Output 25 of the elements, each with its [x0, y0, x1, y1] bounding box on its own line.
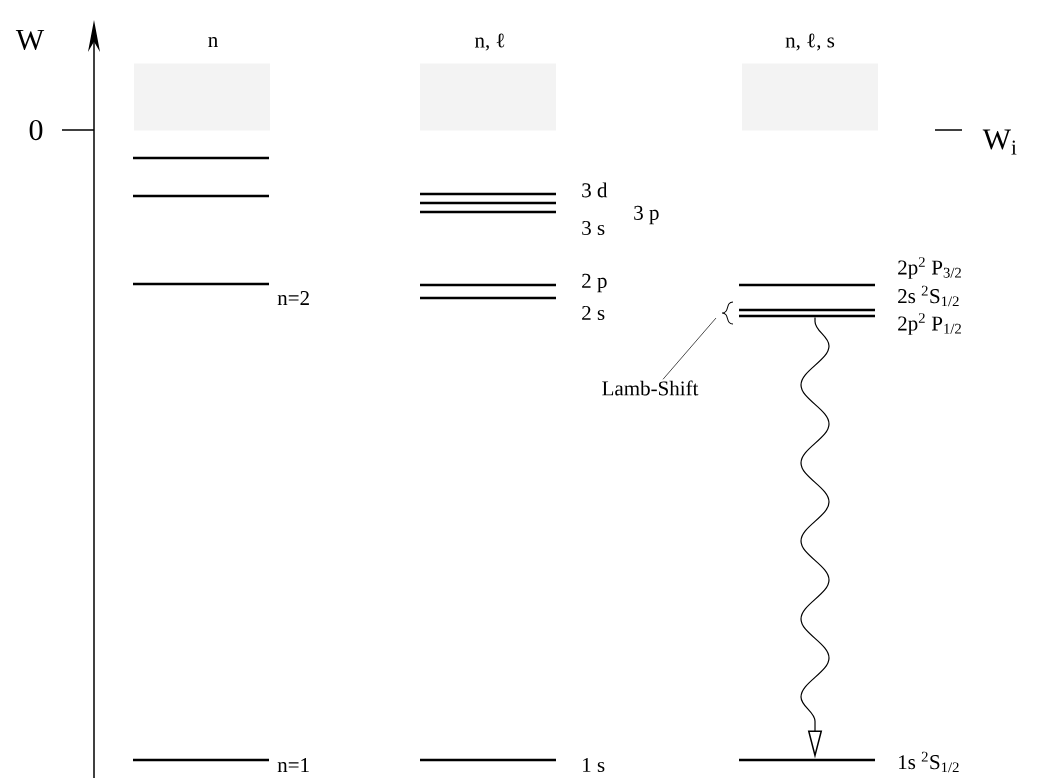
- energy-level: [133, 156, 269, 160]
- axis-label: 0: [29, 119, 43, 141]
- level-label: 1 s: [583, 757, 605, 773]
- node-label: n: [208, 37, 218, 47]
- level-label: 2s $^{2}$S$_{1/2}$: [898, 285, 959, 307]
- level-label: 2 s: [582, 305, 605, 321]
- level-label: 3 s: [582, 220, 605, 236]
- level-label: 1s $^{2}$S$_{1/2}$: [899, 751, 959, 773]
- level-label: 3 d: [582, 182, 608, 198]
- leader-line: [662, 317, 717, 380]
- axis-label: W: [15, 29, 45, 51]
- continuum-box: n: [134, 37, 270, 131]
- continuum-box: n, ℓ: [420, 33, 556, 131]
- level-label: 2p$^{2}$ P$_{1/2}$: [898, 313, 961, 335]
- level-label: n=2: [277, 291, 309, 305]
- level-label: 3 p: [634, 205, 659, 225]
- node-label: n, ℓ, s: [785, 33, 835, 51]
- leader-text: Lamb-Shift: [602, 380, 699, 396]
- node-label: n, ℓ: [474, 33, 505, 51]
- level-label: n=1: [277, 758, 309, 772]
- level-label: 2 p: [582, 273, 607, 293]
- level-label: 2p$^{2}$ P$_{3/2}$: [898, 257, 961, 279]
- continuum-box: n, ℓ, s: [742, 33, 878, 131]
- axis-label: W$_{i}$: [982, 129, 1017, 155]
- energy-level: [133, 194, 269, 198]
